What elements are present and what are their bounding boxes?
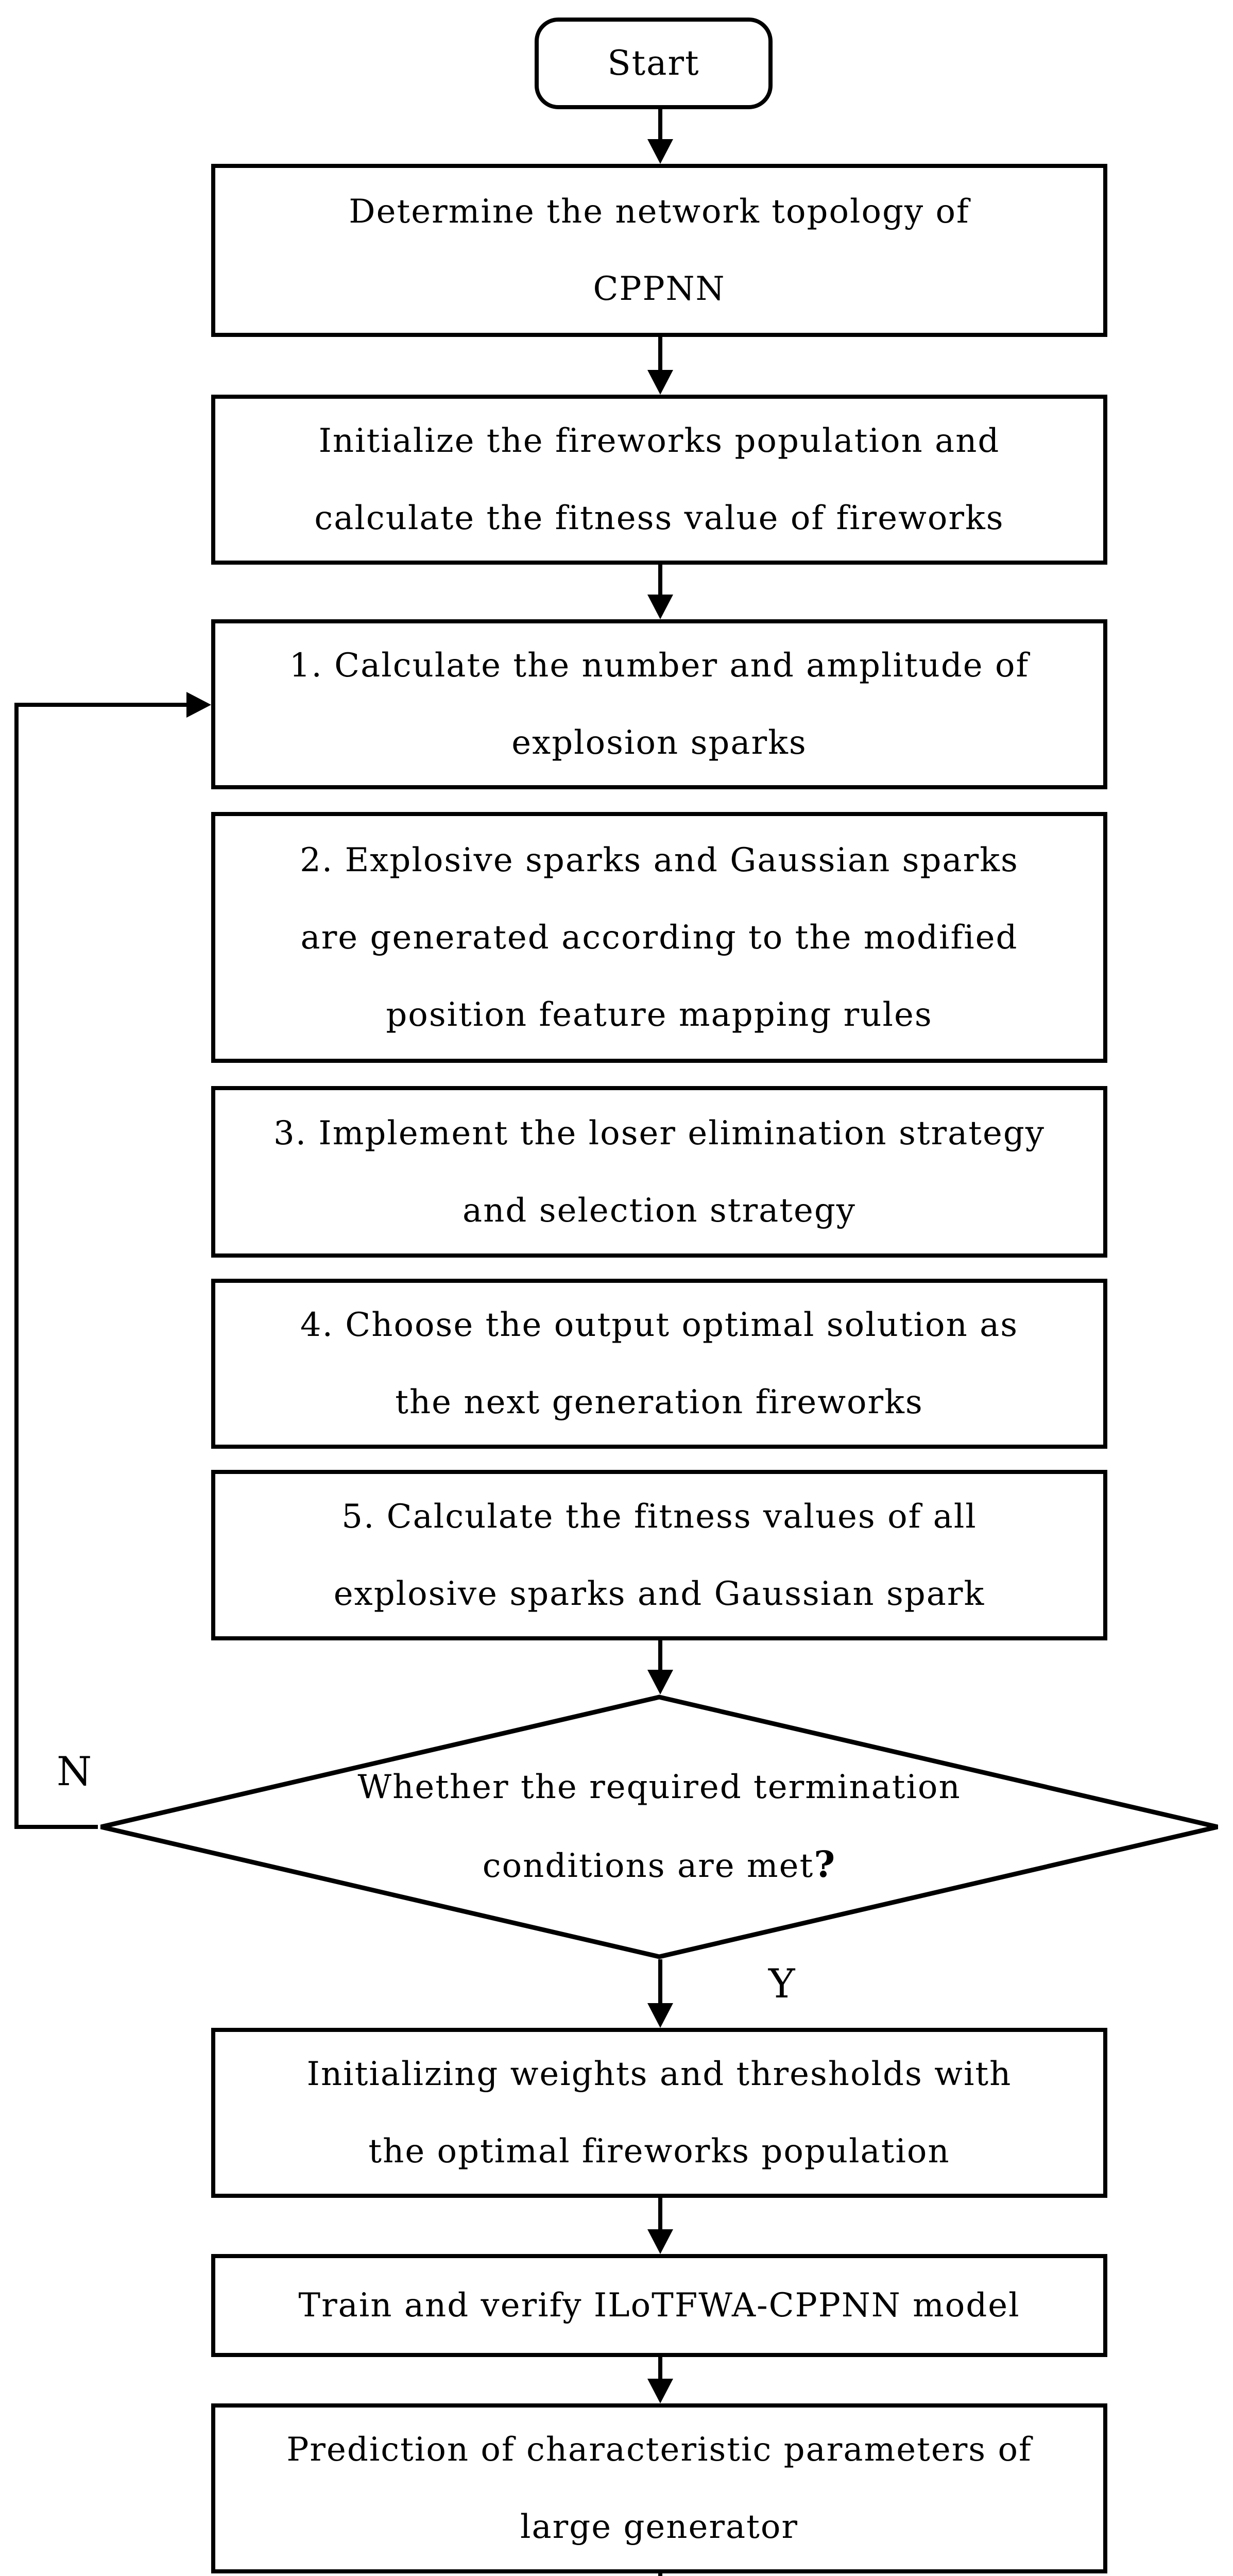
node-start: Start: [535, 18, 773, 109]
connector-start-to-topology: [658, 109, 662, 143]
decision-diamond-shape: [100, 1694, 1219, 1959]
branch-label-yes: Y: [768, 1961, 795, 2007]
loop-connector-to-step1: [14, 703, 189, 707]
node-step3-loser-elimination: 3. Implement the loser elimination strat…: [211, 1086, 1107, 1258]
connector-topology-to-init: [658, 337, 662, 371]
connector-prediction-to-end: [658, 2573, 662, 2576]
loop-connector-vertical: [14, 703, 19, 1829]
node-step4-choose-solution: 4. Choose the output optimal solution as…: [211, 1279, 1107, 1449]
branch-label-no: N: [57, 1749, 92, 1795]
loop-connector-from-decision: [14, 1825, 98, 1829]
connector-init-to-step1: [658, 565, 662, 596]
node-init-weights: Initializing weights and thresholds with…: [211, 2028, 1107, 2198]
connector-step5-to-decision: [658, 1640, 662, 1671]
node-step5-fitness-values: 5. Calculate the fitness values of all e…: [211, 1470, 1107, 1640]
connector-decision-to-init-weights: [658, 1959, 662, 2005]
connector-train-to-prediction: [658, 2357, 662, 2380]
decision-line1: Whether the required termination: [357, 1768, 961, 1806]
arrowhead-down-icon: [647, 139, 673, 164]
node-determine-topology: Determine the network topology of CPPNN: [211, 164, 1107, 337]
arrowhead-down-icon: [647, 2379, 673, 2403]
node-step1-explosion-sparks: 1. Calculate the number and amplitude of…: [211, 619, 1107, 789]
arrowhead-down-icon: [647, 2229, 673, 2254]
arrowhead-down-icon: [647, 1670, 673, 1694]
node-prediction: Prediction of characteristic parameters …: [211, 2403, 1107, 2573]
decision-line2: conditions are met?: [482, 1842, 836, 1886]
arrowhead-down-icon: [647, 595, 673, 619]
decision-question-mark: ?: [814, 1842, 836, 1886]
node-decision: Whether the required termination conditi…: [201, 1716, 1118, 1937]
node-train-verify: Train and verify ILoTFWA-CPPNN model: [211, 2254, 1107, 2357]
arrowhead-right-icon: [186, 692, 211, 718]
node-init-population: Initialize the fireworks population and …: [211, 395, 1107, 565]
arrowhead-down-icon: [647, 370, 673, 395]
node-step2-generate-sparks: 2. Explosive sparks and Gaussian sparks …: [211, 812, 1107, 1063]
connector-init-weights-to-train: [658, 2198, 662, 2231]
arrowhead-down-icon: [647, 2003, 673, 2028]
